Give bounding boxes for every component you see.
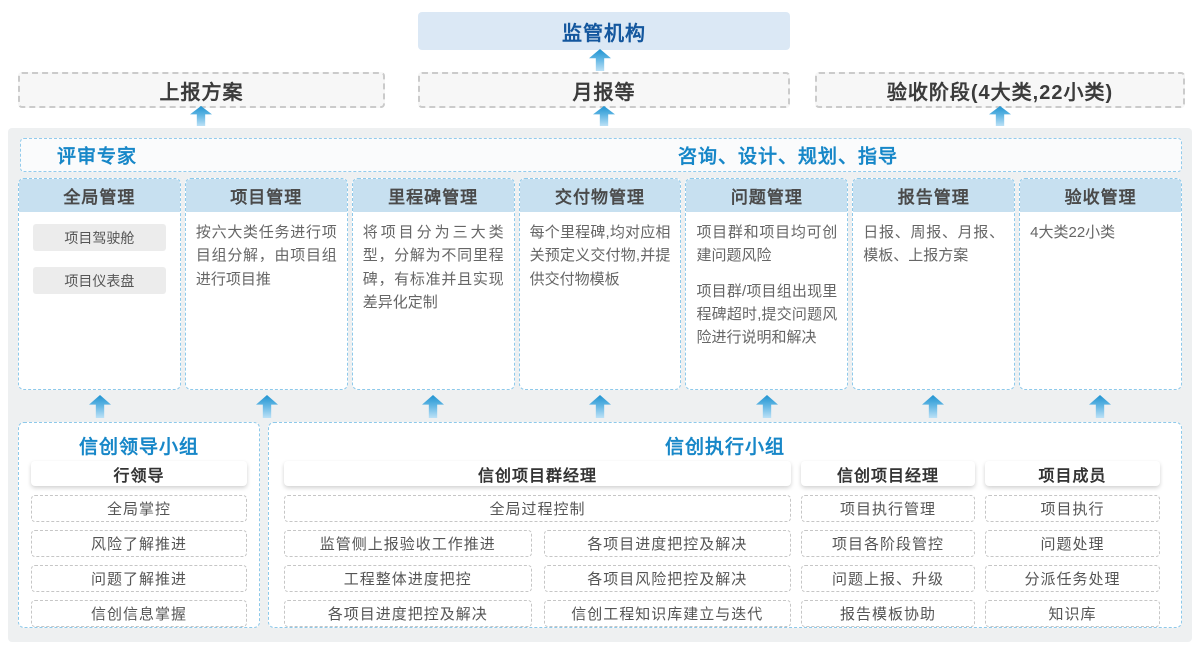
program-manager-group: 信创项目群经理 全局过程控制 监管侧上报验收工作推进 各项目进度把控及解决 工程… (284, 461, 791, 627)
list-item: 项目执行管理 (801, 495, 975, 522)
list-item: 监管侧上报验收工作推进 (284, 530, 532, 557)
column-header: 里程碑管理 (352, 179, 514, 212)
experts-bar: 评审专家 咨询、设计、规划、指导 (20, 138, 1182, 172)
list-item: 问题上报、升级 (801, 565, 975, 592)
list-item: 风险了解推进 (31, 530, 247, 557)
column-body: 项目驾驶舱 项目仪表盘 (19, 212, 180, 306)
list-item: 全局过程控制 (284, 495, 791, 522)
up-arrow-monthly (593, 106, 615, 126)
up-arrow-acceptance (989, 106, 1011, 126)
column-milestone-mgmt: 里程碑管理 将项目分为三大类型，分解为不同里程碑，有标准并且实现差异化定制 (351, 178, 515, 390)
column-header: 问题管理 (686, 179, 848, 212)
column-header: 项目管理 (185, 179, 347, 212)
up-arrow-plan (190, 106, 212, 126)
list-item: 信创工程知识库建立与迭代 (543, 600, 791, 627)
column-body: 日报、周报、月报、模板、上报方案 (853, 212, 1014, 277)
column-text: 项目群/项目组出现里程碑超时,提交问题风险进行说明和解决 (696, 282, 838, 347)
consult-label: 咨询、设计、规划、指导 (678, 146, 899, 168)
project-member-group: 项目成员 项目执行 问题处理 分派任务处理 知识库 (985, 461, 1160, 627)
role-bank-leader: 行领导 (31, 461, 247, 486)
chip-dashboard: 项目仪表盘 (33, 267, 166, 294)
column-header: 交付物管理 (519, 179, 681, 212)
column-deliverable-mgmt: 交付物管理 每个里程碑,均对应相关预定义交付物,并提供交付物模板 (518, 178, 682, 390)
report-label: 验收阶段(4大类,22小类) (886, 81, 1114, 104)
regulator-box: 监管机构 (418, 12, 790, 50)
column-body: 按六大类任务进行项目组分解，由项目组进行项目推 (186, 212, 347, 300)
exec-group-title: 信创执行小组 (664, 436, 785, 458)
column-text: 日报、周报、月报、模板、上报方案 (863, 224, 1005, 265)
project-manager-group: 信创项目经理 项目执行管理 项目各阶段管控 问题上报、升级 报告模板协助 (801, 461, 975, 627)
column-text: 将项目分为三大类型，分解为不同里程碑，有标准并且实现差异化定制 (362, 224, 504, 311)
role-program-manager: 信创项目群经理 (284, 461, 791, 486)
list-item: 问题了解推进 (31, 565, 247, 592)
list-item: 问题处理 (985, 530, 1160, 557)
list-item: 知识库 (985, 600, 1160, 627)
role-project-member: 项目成员 (985, 461, 1160, 486)
report-box-monthly: 月报等 (418, 72, 790, 108)
list-item: 各项目进度把控及解决 (284, 600, 532, 627)
list-item: 分派任务处理 (985, 565, 1160, 592)
report-box-acceptance: 验收阶段(4大类,22小类) (815, 72, 1185, 108)
report-box-plan: 上报方案 (18, 72, 385, 108)
column-header: 验收管理 (1020, 179, 1182, 212)
program-manager-items: 监管侧上报验收工作推进 各项目进度把控及解决 工程整体进度把控 各项目风险把控及… (284, 530, 791, 627)
column-text: 每个里程碑,均对应相关预定义交付物,并提供交付物模板 (529, 224, 671, 288)
list-item: 各项目进度把控及解决 (543, 530, 791, 557)
column-report-mgmt: 报告管理 日报、周报、月报、模板、上报方案 (852, 178, 1016, 390)
regulator-label: 监管机构 (562, 22, 646, 45)
role-project-manager: 信创项目经理 (801, 461, 975, 486)
list-item: 项目各阶段管控 (801, 530, 975, 557)
exec-columns: 信创项目群经理 全局过程控制 监管侧上报验收工作推进 各项目进度把控及解决 工程… (284, 461, 1166, 627)
column-body: 将项目分为三大类型，分解为不同里程碑，有标准并且实现差异化定制 (353, 212, 514, 323)
column-text: 项目群和项目均可创建问题风险 (696, 224, 838, 265)
experts-label: 评审专家 (57, 146, 138, 168)
list-item: 各项目风险把控及解决 (543, 565, 791, 592)
management-columns: 全局管理 项目驾驶舱 项目仪表盘 项目管理 按六大类任务进行项目组分解，由项目组… (18, 178, 1183, 390)
leader-group: 信创领导小组 行领导 全局掌控 风险了解推进 问题了解推进 信创信息掌握 (18, 422, 260, 628)
leader-items: 全局掌控 风险了解推进 问题了解推进 信创信息掌握 (31, 495, 247, 627)
chip-cockpit: 项目驾驶舱 (33, 224, 166, 251)
project-member-items: 项目执行 问题处理 分派任务处理 知识库 (985, 495, 1160, 627)
list-item: 全局掌控 (31, 495, 247, 522)
report-label: 月报等 (572, 81, 636, 104)
list-item: 工程整体进度把控 (284, 565, 532, 592)
column-header: 全局管理 (19, 179, 180, 212)
column-body: 项目群和项目均可创建问题风险 项目群/项目组出现里程碑超时,提交问题风险进行说明… (686, 212, 847, 358)
exec-group: 信创执行小组 信创项目群经理 全局过程控制 监管侧上报验收工作推进 各项目进度把… (268, 422, 1182, 628)
list-item: 信创信息掌握 (31, 600, 247, 627)
column-body: 4大类22小类 (1020, 212, 1181, 253)
column-text: 4大类22小类 (1030, 224, 1116, 241)
list-item: 报告模板协助 (801, 600, 975, 627)
column-header: 报告管理 (853, 179, 1015, 212)
main-panel: 评审专家 咨询、设计、规划、指导 全局管理 项目驾驶舱 项目仪表盘 项目管理 按… (8, 128, 1192, 642)
up-arrow-regulator (589, 49, 611, 71)
column-global-mgmt: 全局管理 项目驾驶舱 项目仪表盘 (18, 178, 181, 390)
report-label: 上报方案 (159, 81, 244, 104)
column-project-mgmt: 项目管理 按六大类任务进行项目组分解，由项目组进行项目推 (184, 178, 348, 390)
column-issue-mgmt: 问题管理 项目群和项目均可创建问题风险 项目群/项目组出现里程碑超时,提交问题风… (685, 178, 849, 390)
project-manager-items: 项目执行管理 项目各阶段管控 问题上报、升级 报告模板协助 (801, 495, 975, 627)
column-acceptance-mgmt: 验收管理 4大类22小类 (1019, 178, 1183, 390)
leader-group-title: 信创领导小组 (78, 436, 199, 458)
column-body: 每个里程碑,均对应相关预定义交付物,并提供交付物模板 (520, 212, 681, 300)
list-item: 项目执行 (985, 495, 1160, 522)
column-text: 按六大类任务进行项目组分解，由项目组进行项目推 (195, 224, 337, 288)
